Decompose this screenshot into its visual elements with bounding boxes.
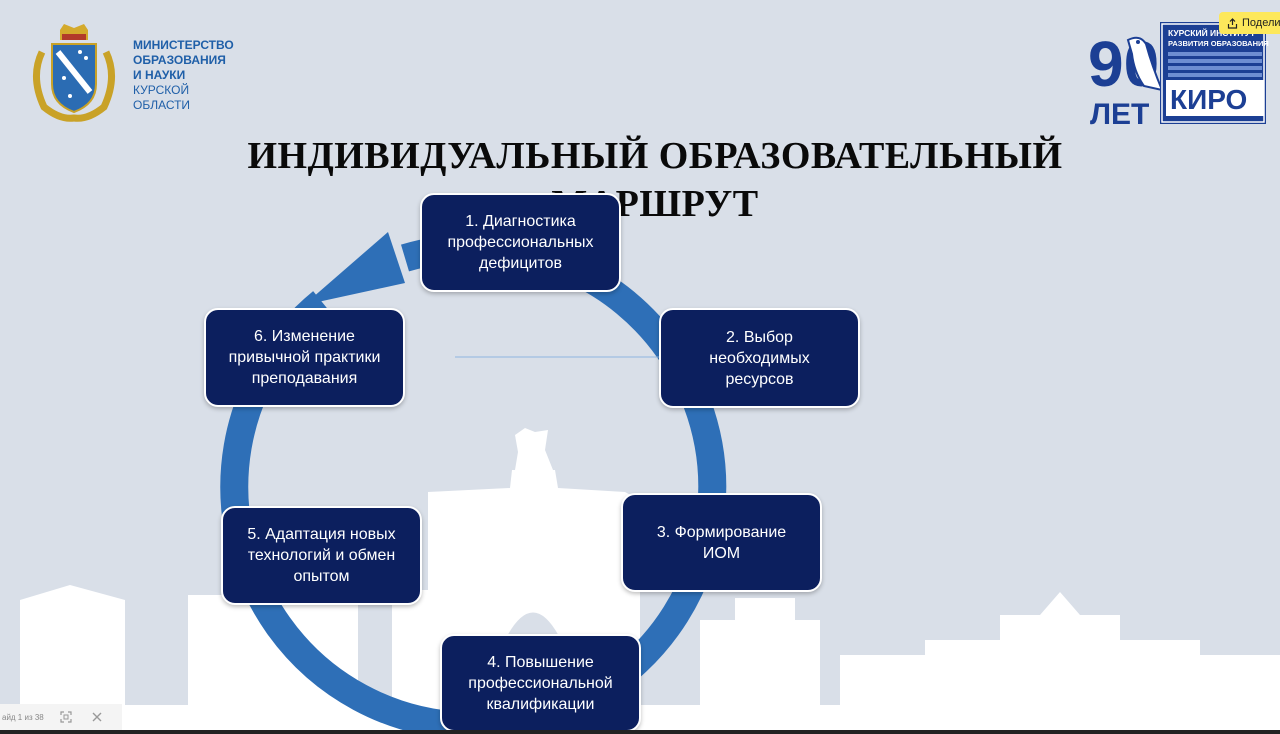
fit-screen-icon[interactable] [60,711,72,723]
logo-years-word: ЛЕТ [1090,98,1149,128]
cycle-arrowhead-icon [304,232,405,305]
slide-title-line1: ИНДИВИДУАЛЬНЫЙ ОБРАЗОВАТЕЛЬНЫЙ [247,135,1063,177]
share-icon [1227,17,1238,29]
kiro-90-years-logo: 90 ЛЕТ КУРСКИЙ ИНСТИТУТ РАЗВИТИЯ ОБРАЗОВ… [1088,22,1269,128]
step-2-box: 2. Выбор необходимых ресурсов [659,308,860,408]
logo-institute-line1: КУРСКИЙ ИНСТИТУТ [1168,27,1256,38]
close-icon[interactable] [92,712,102,722]
share-label: Подели [1242,17,1280,29]
step-6-box: 6. Изменение привычной практики преподав… [204,308,405,407]
step-4-box: 4. Повышение профессиональной квалификац… [440,634,641,732]
step-3-box: 3. Формирование ИОМ [621,493,822,592]
logo-institute-line2: РАЗВИТИЯ ОБРАЗОВАНИЯ [1168,39,1269,48]
slide-pager: айд 1 из 38 [0,704,122,730]
ministry-line5: ОБЛАСТИ [133,98,191,112]
ministry-label: МИНИСТЕРСТВО ОБРАЗОВАНИЯ И НАУКИ КУРСКОЙ… [133,38,234,113]
ministry-line1: МИНИСТЕРСТВО [133,38,234,52]
share-button[interactable]: Подели [1219,12,1280,34]
logo-abbr: КИРО [1170,84,1247,115]
slide-title: ИНДИВИДУАЛЬНЫЙ ОБРАЗОВАТЕЛЬНЫЙ МАРШРУТ [200,132,1110,228]
ministry-line3: И НАУКИ [133,68,186,82]
bird-icon [1126,36,1164,92]
pager-text: айд 1 из 38 [2,712,44,722]
ministry-line2: ОБРАЗОВАНИЯ [133,53,226,67]
coat-of-arms-icon [33,24,115,122]
ministry-line4: КУРСКОЙ [133,83,190,97]
step-1-box: 1. Диагностика профессиональных дефицито… [420,193,621,292]
bottom-edge-bar [0,730,1280,734]
step-5-box: 5. Адаптация новых технологий и обмен оп… [221,506,422,605]
slide-title-line2: МАРШРУТ [551,183,759,225]
